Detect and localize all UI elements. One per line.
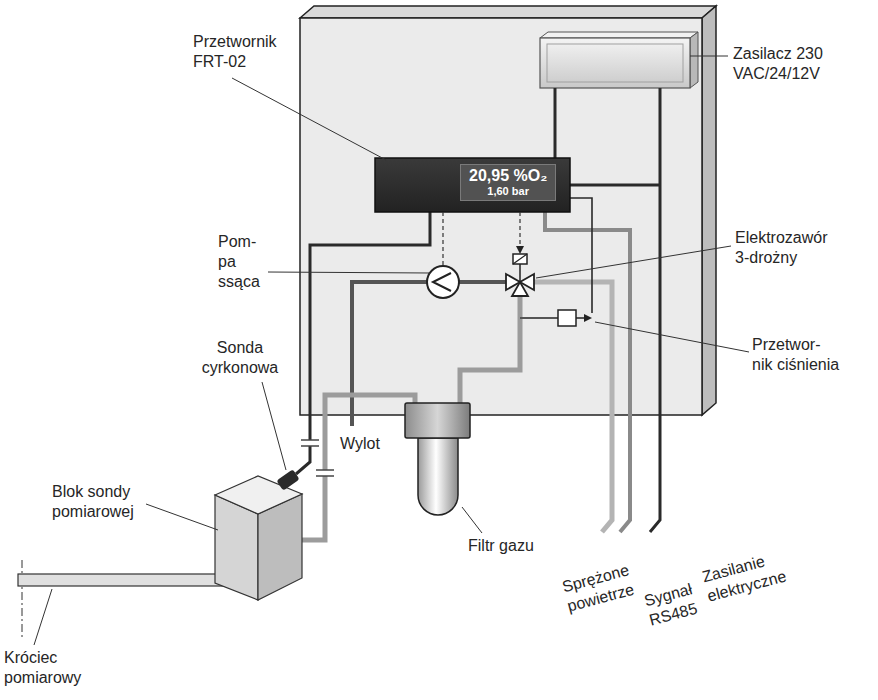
- cabinet-side: [702, 6, 716, 415]
- valve-stem: [519, 264, 521, 282]
- valve-symbol: [512, 282, 528, 296]
- supply-panel: [547, 44, 683, 82]
- leader-line: [146, 504, 218, 530]
- pump-symbol: [427, 266, 459, 298]
- signal-wire: [570, 198, 592, 313]
- part-label: Blok sondy pomiarowej: [52, 482, 137, 522]
- zirconia-probe: [276, 469, 299, 490]
- display-reading: 20,95 %O₂: [469, 167, 547, 185]
- connection-label: Sprężone powietrze: [560, 559, 640, 616]
- break-gap: [317, 470, 333, 476]
- power-supply: [540, 38, 690, 88]
- part-label: Zasilacz 230 VAC/24/12V: [733, 44, 826, 84]
- connection-label: Sygnał RS485: [642, 579, 703, 631]
- part-label: Filtr gazu: [468, 536, 537, 556]
- supply-top: [540, 32, 698, 38]
- part-label: Króciec pomiarowy: [4, 648, 85, 688]
- cabinet-front: [300, 18, 702, 415]
- leader-line: [268, 272, 430, 273]
- part-label: Pom- pa ssąca: [218, 232, 263, 292]
- rs485-cable: [545, 212, 630, 532]
- measuring-stub: [18, 574, 240, 586]
- break-gap: [302, 440, 318, 446]
- cabinet-top: [300, 6, 716, 18]
- pressure-transducer: [584, 314, 592, 322]
- leader-line: [34, 589, 52, 645]
- power-wire: [554, 88, 557, 158]
- sample-pipe: [460, 296, 520, 404]
- pump-symbol: [433, 273, 451, 291]
- leader-line: [262, 382, 286, 470]
- control-line: [442, 212, 443, 265]
- filter-bowl: [418, 438, 458, 515]
- pressure-transducer: [576, 317, 585, 319]
- gas-pipe: [459, 280, 506, 284]
- pressure-tap: [520, 317, 558, 319]
- power-wire: [570, 184, 660, 187]
- filter-head: [405, 403, 470, 438]
- display-panel: 20,95 %O₂1,60 bar: [460, 164, 556, 201]
- part-label: Elektrozawór 3-drożny: [735, 228, 831, 268]
- break-mark: [316, 475, 334, 477]
- solenoid-symbol: [513, 254, 527, 264]
- supply-side: [690, 32, 698, 88]
- air-pipe: [534, 282, 612, 532]
- mains-wire: [650, 88, 660, 532]
- leader-line: [536, 246, 731, 278]
- sample-pipe: [302, 395, 415, 540]
- center-line: [22, 560, 23, 640]
- part-label: Przetwornik FRT-02: [193, 32, 280, 72]
- part-label: Wylot: [340, 434, 383, 454]
- display-subreading: 1,60 bar: [469, 185, 547, 198]
- connection-label: Zasilanie elektryczne: [700, 546, 791, 606]
- break-mark: [301, 439, 319, 441]
- pressure-transducer: [558, 310, 576, 326]
- leader-line: [462, 507, 482, 533]
- part-label: Przetwor- nik ciśnienia: [752, 335, 843, 375]
- leader-line: [690, 56, 728, 57]
- part-label: Sonda cyrkonowa: [200, 338, 280, 378]
- transmitter-box: [375, 158, 570, 212]
- break-mark: [316, 469, 334, 471]
- leader-line: [232, 78, 386, 160]
- control-line: [519, 212, 520, 253]
- leader-lines: [34, 56, 749, 645]
- break-mark: [301, 445, 319, 447]
- leader-line: [595, 322, 749, 352]
- solenoid-symbol: [513, 254, 527, 264]
